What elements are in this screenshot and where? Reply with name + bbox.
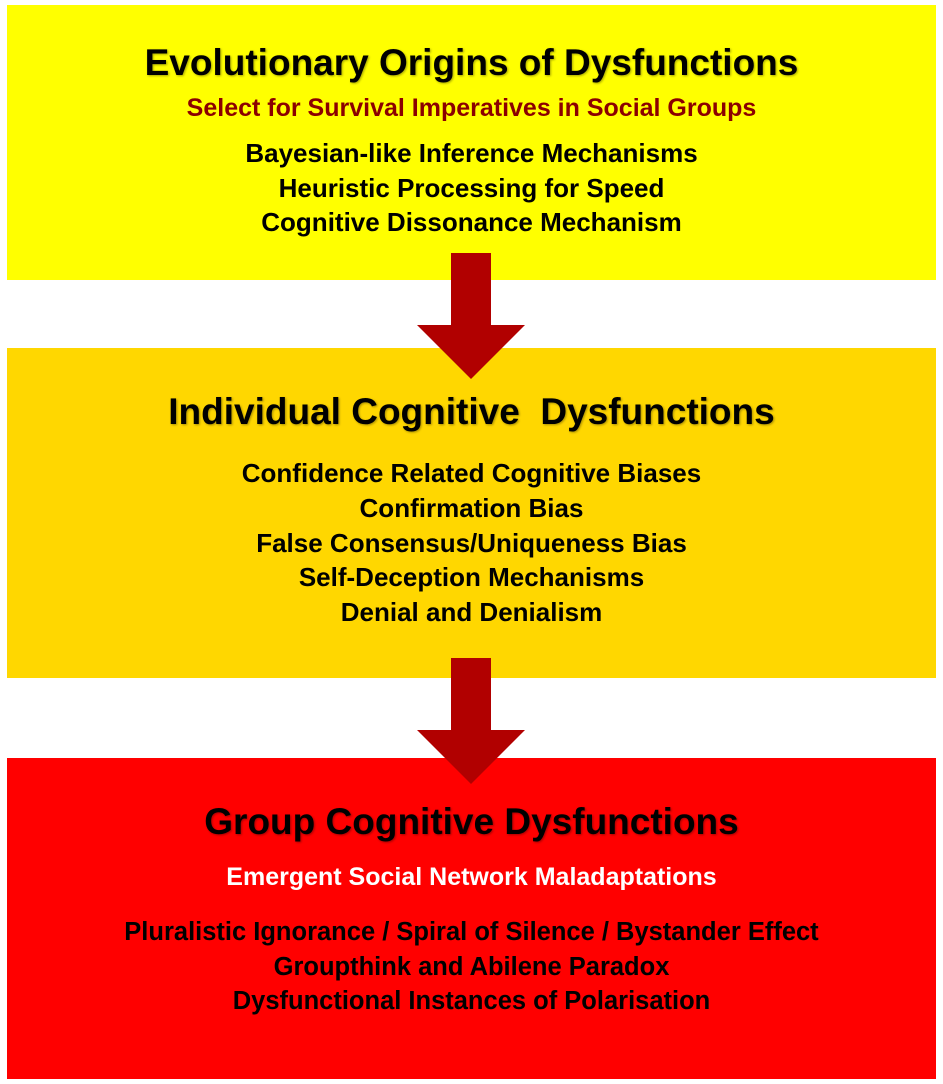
evolutionary-origins-title: Evolutionary Origins of Dysfunctions: [144, 42, 799, 83]
group-dysfunctions-subtitle: Emergent Social Network Maladaptations: [226, 863, 717, 891]
down-arrow-icon: [417, 253, 525, 379]
evolutionary-origins-subtitle: Select for Survival Imperatives in Socia…: [186, 94, 757, 122]
list-item: Self-Deception Mechanisms: [298, 562, 645, 593]
individual-dysfunctions-box: Individual Cognitive Dysfunctions Confid…: [7, 348, 936, 678]
evolutionary-origins-list: Bayesian-like Inference Mechanisms Heuri…: [7, 136, 936, 240]
list-item: Bayesian-like Inference Mechanisms: [245, 138, 698, 168]
arrow-shape: [417, 658, 525, 784]
group-dysfunctions-box: Group Cognitive Dysfunctions Emergent So…: [7, 758, 936, 1079]
list-item: Confidence Related Cognitive Biases: [241, 458, 702, 488]
list-item: Confirmation Bias: [359, 492, 584, 523]
list-item: Heuristic Processing for Speed: [278, 172, 665, 203]
list-item: Pluralistic Ignorance / Spiral of Silenc…: [124, 918, 819, 946]
individual-dysfunctions-title: Individual Cognitive Dysfunctions: [168, 391, 775, 432]
individual-dysfunctions-list: Confidence Related Cognitive Biases Conf…: [7, 456, 936, 630]
group-dysfunctions-list: Pluralistic Ignorance / Spiral of Silenc…: [7, 915, 936, 1019]
arrow-shape: [417, 253, 525, 379]
evolutionary-origins-box: Evolutionary Origins of Dysfunctions Sel…: [7, 5, 936, 280]
list-item: Groupthink and Abilene Paradox: [273, 952, 670, 981]
list-item: False Consensus/Uniqueness Bias: [256, 527, 687, 558]
group-dysfunctions-title: Group Cognitive Dysfunctions: [204, 801, 739, 842]
list-item: Denial and Denialism: [340, 597, 603, 628]
list-item: Cognitive Dissonance Mechanism: [261, 207, 682, 237]
list-item: Dysfunctional Instances of Polarisation: [232, 987, 711, 1015]
down-arrow-icon: [417, 658, 525, 784]
